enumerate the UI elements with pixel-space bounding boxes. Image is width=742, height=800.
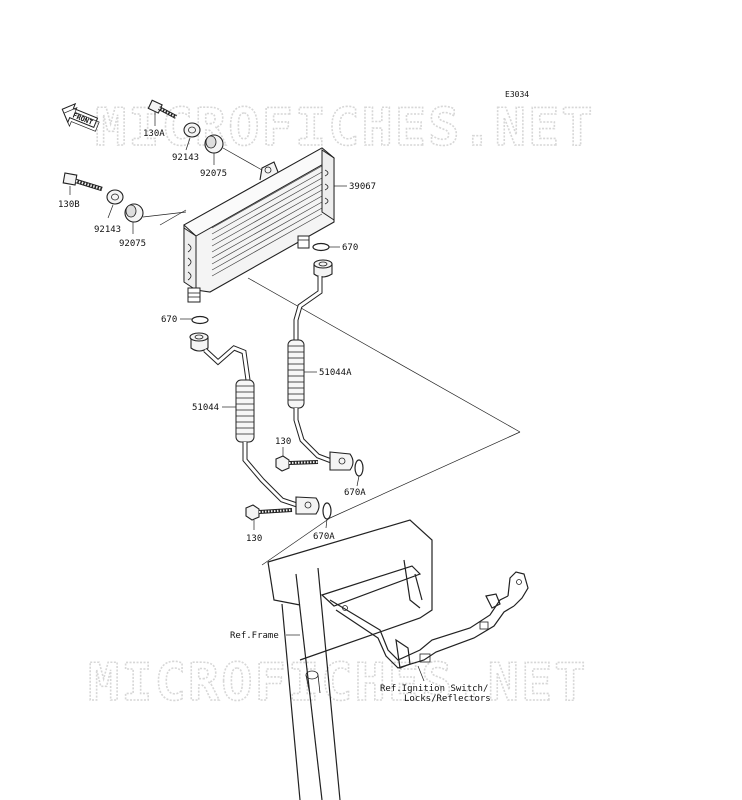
o-ring-670a-upper xyxy=(354,459,364,477)
watermark-bottom: MICROFICHES.NET xyxy=(88,653,588,713)
grommet-92075-left xyxy=(124,203,144,223)
label-92143-left: 92143 xyxy=(94,225,121,235)
bolt-130a xyxy=(147,99,177,119)
o-ring-670-right xyxy=(312,242,330,252)
oil-pipe-51044a xyxy=(287,259,354,471)
bolt-130b xyxy=(62,172,103,192)
label-51044: 51044 xyxy=(192,403,219,413)
oil-cooler-39067 xyxy=(183,147,335,303)
oil-pipe-51044 xyxy=(189,332,320,515)
bolt-130-upper xyxy=(275,455,319,472)
label-130-upper: 130 xyxy=(275,437,291,447)
label-130-lower: 130 xyxy=(246,534,262,544)
label-92075-left: 92075 xyxy=(119,239,146,249)
diagram-code: E3034 xyxy=(505,90,529,99)
label-92143-top: 92143 xyxy=(172,153,199,163)
label-39067: 39067 xyxy=(349,182,376,192)
label-92075-top: 92075 xyxy=(200,169,227,179)
ref-frame-label: Ref.Frame xyxy=(230,631,279,641)
label-670-left: 670 xyxy=(161,315,177,325)
bush-92143-top xyxy=(183,122,201,138)
bush-92143-left xyxy=(106,189,124,205)
bolt-130-lower xyxy=(245,504,293,521)
o-ring-670-left xyxy=(191,315,209,325)
label-670a-lower: 670A xyxy=(313,532,335,542)
label-130a: 130A xyxy=(143,129,165,139)
label-130b: 130B xyxy=(58,200,80,210)
ignition-bracket xyxy=(329,571,529,669)
label-670a-upper: 670A xyxy=(344,488,366,498)
o-ring-670a-lower xyxy=(322,502,332,520)
front-arrow-label: FRONT xyxy=(71,111,94,126)
frame-outline xyxy=(267,519,433,800)
watermark-top: MICROFICHES.NET xyxy=(95,98,595,158)
grommet-92075-top xyxy=(204,134,224,154)
ref-ignition-label-line2: Locks/Reflectors xyxy=(404,694,491,704)
label-51044a: 51044A xyxy=(319,368,352,378)
label-670-right: 670 xyxy=(342,243,358,253)
ref-ignition-label-line1: Ref.Ignition Switch/ xyxy=(380,684,488,694)
